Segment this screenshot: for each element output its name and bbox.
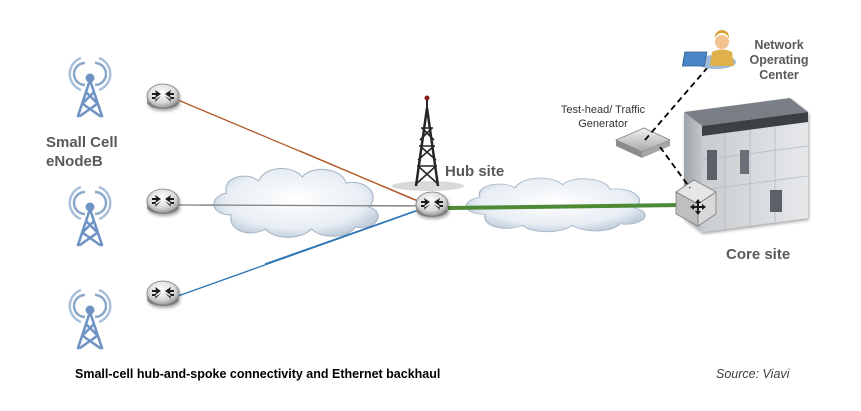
figure-caption: Small-cell hub-and-spoke connectivity an… (75, 367, 441, 381)
noc-label: Network Operating Center (744, 38, 814, 83)
backhaul-link (447, 203, 683, 210)
cloud-icon (213, 167, 379, 238)
hub-site-label: Hub site (445, 163, 505, 180)
small-cell-label: Small Cell eNodeB (46, 133, 118, 171)
core-site-label: Core site (726, 246, 791, 263)
small-cell-label-line1: Small Cell (46, 134, 118, 151)
small-cell-label-line2: eNodeB (46, 153, 103, 170)
link-middle-spoke-overlay (199, 204, 411, 207)
building-icon (684, 98, 809, 232)
core-router-icon (675, 179, 717, 227)
cell-tower-icon (68, 185, 112, 247)
test-head-label: Test-head/ Traffic Generator (548, 103, 658, 131)
noc-label-line1: Network (754, 38, 804, 52)
mgmt-link-core (659, 146, 691, 189)
router-icon (146, 280, 180, 307)
test-head-label-line1: Test-head/ Traffic (560, 104, 646, 116)
cell-tower-icon (68, 56, 112, 118)
link-top-spoke-overlay (299, 150, 416, 201)
router-icon (146, 188, 180, 215)
test-head-icon (615, 127, 671, 158)
router-icon (146, 83, 180, 110)
mgmt-link-test-head (644, 59, 715, 141)
test-head-label-line2: Generator (578, 118, 628, 130)
link-bottom-spoke-overlay (264, 210, 416, 265)
hub-router-icon (415, 191, 449, 218)
cell-tower-icon (68, 288, 112, 350)
noc-label-line3: Center (759, 68, 799, 82)
source-credit: Source: Viavi (716, 367, 790, 381)
hub-tower-icon (392, 95, 464, 191)
operator-icon (681, 30, 736, 69)
noc-label-line2: Operating (749, 53, 809, 67)
